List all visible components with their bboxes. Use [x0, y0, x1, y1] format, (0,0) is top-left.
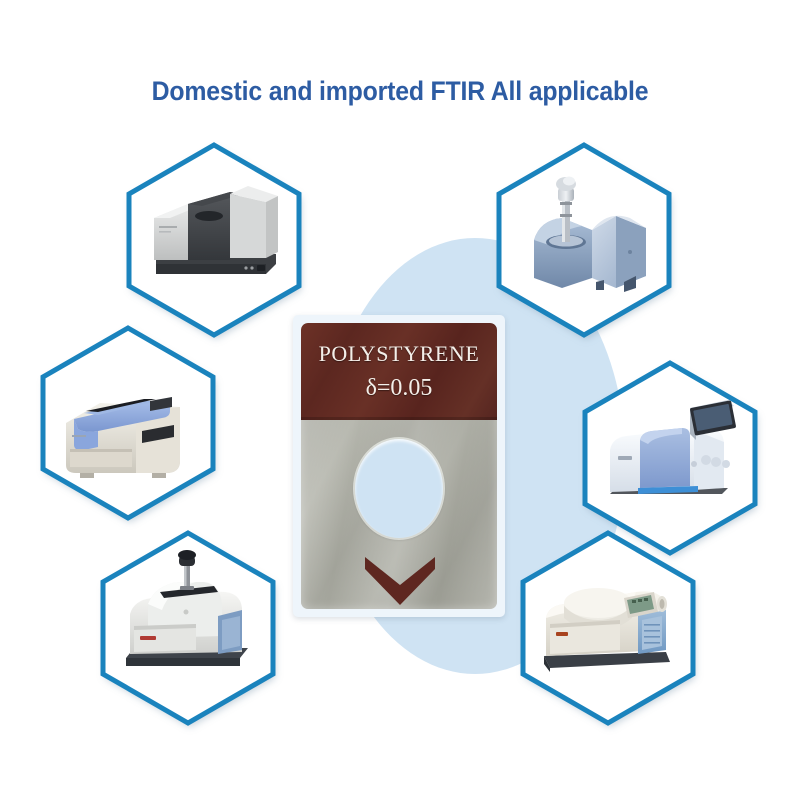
sample-card-body: POLYSTYRENE δ=0.05: [301, 323, 497, 609]
instrument-cell-middle-right[interactable]: [582, 360, 758, 556]
polystyrene-sample-card[interactable]: POLYSTYRENE δ=0.05: [293, 315, 505, 617]
down-chevron-icon: [365, 557, 435, 605]
instrument-cell-bottom-right[interactable]: [520, 530, 696, 726]
instrument-cell-bottom-left[interactable]: [100, 530, 276, 726]
sample-card-header: POLYSTYRENE δ=0.05: [301, 323, 497, 420]
sample-thickness-label: δ=0.05: [365, 375, 433, 401]
sample-material-label: POLYSTYRENE: [318, 341, 480, 366]
page-title: Domestic and imported FTIR All applicabl…: [151, 76, 649, 106]
instrument-cell-middle-left[interactable]: [40, 325, 216, 521]
instrument-cell-top-left[interactable]: [126, 142, 302, 338]
instrument-cell-top-right[interactable]: [496, 142, 672, 338]
sample-aperture-window: [355, 439, 443, 538]
